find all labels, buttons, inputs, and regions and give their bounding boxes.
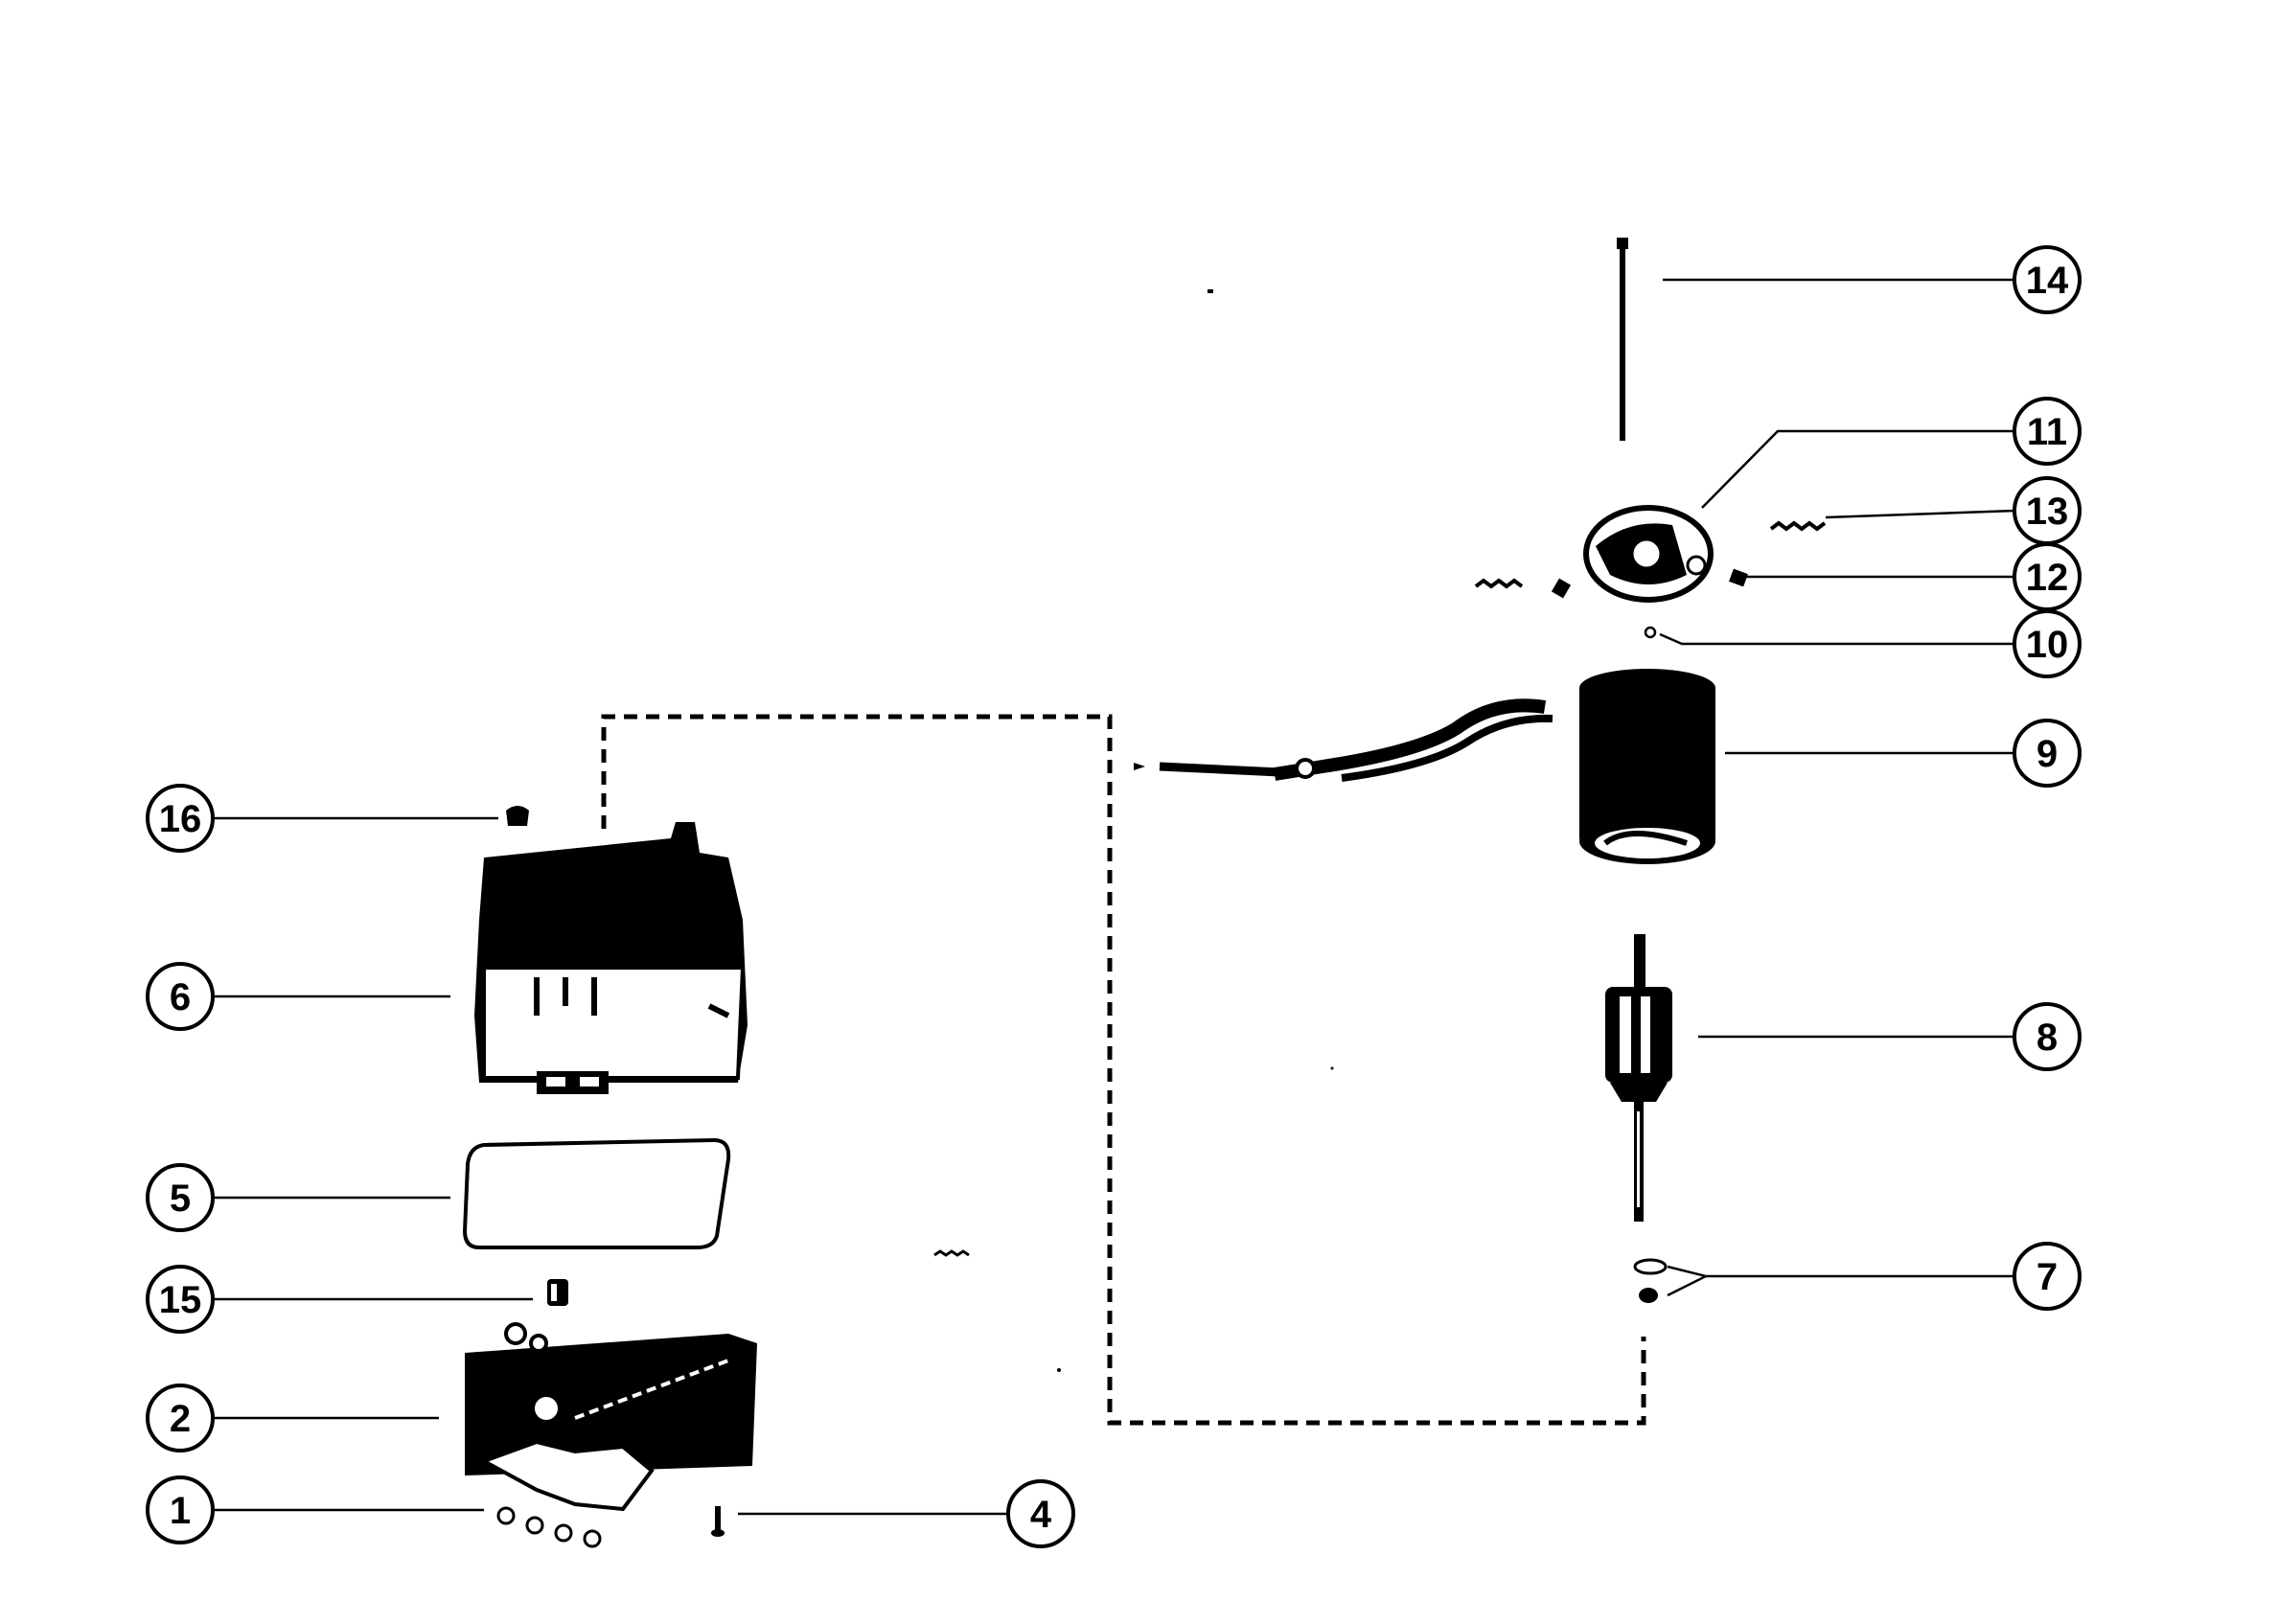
callout-6: 6 [146,962,215,1031]
callout-14: 14 [2013,245,2082,314]
callout-label: 10 [2026,624,2069,666]
callout-label: 6 [170,976,191,1018]
part-11-brush-plate [1583,505,1714,603]
callout-4: 4 [1006,1479,1075,1548]
part-7-thrust-washers [1633,1258,1668,1303]
assembly-dashed-line [601,714,1646,1426]
callout-label: 1 [170,1490,191,1532]
callout-10: 10 [2013,609,2082,678]
callout-label: 12 [2026,557,2069,599]
part-6-pump-housing [474,822,748,1094]
part-13-springs [1474,520,1827,589]
callout-15: 15 [146,1265,215,1334]
callout-9: 9 [2013,719,2082,788]
callout-label: 16 [159,798,202,840]
part-8-armature [1605,934,1672,1222]
callout-label: 8 [2036,1017,2058,1059]
callout-label: 5 [170,1178,191,1220]
part-1-o-rings [496,1506,602,1548]
callout-12: 12 [2013,542,2082,611]
part-5-gasket [462,1137,731,1249]
leader-lines [213,278,2016,1516]
callout-16: 16 [146,784,215,853]
part-16-cap [506,806,529,826]
scan-specks [1057,289,1334,1372]
callout-label: 13 [2026,491,2069,533]
part-2-pump-base [465,1322,757,1512]
part-15-valve [547,1279,568,1306]
callout-7: 7 [2013,1242,2082,1311]
callout-2: 2 [146,1384,215,1452]
callout-label: 7 [2036,1256,2058,1298]
loose-spring [933,1249,970,1257]
part-9-motor-frame [1134,669,1715,864]
part-4-screw [711,1506,725,1537]
part-10-washer [1644,626,1657,639]
callout-label: 2 [170,1398,191,1440]
callout-label: 9 [2036,733,2058,775]
callout-label: 4 [1030,1494,1052,1536]
callout-8: 8 [2013,1002,2082,1071]
callout-label: 15 [159,1279,202,1321]
callout-label: 14 [2026,260,2069,302]
callout-11: 11 [2013,397,2082,466]
callout-13: 13 [2013,476,2082,545]
part-12-brushes [1551,568,1748,599]
callout-1: 1 [146,1475,215,1544]
callout-5: 5 [146,1163,215,1232]
callout-label: 11 [2027,411,2067,453]
part-14-through-bolt [1617,238,1628,441]
